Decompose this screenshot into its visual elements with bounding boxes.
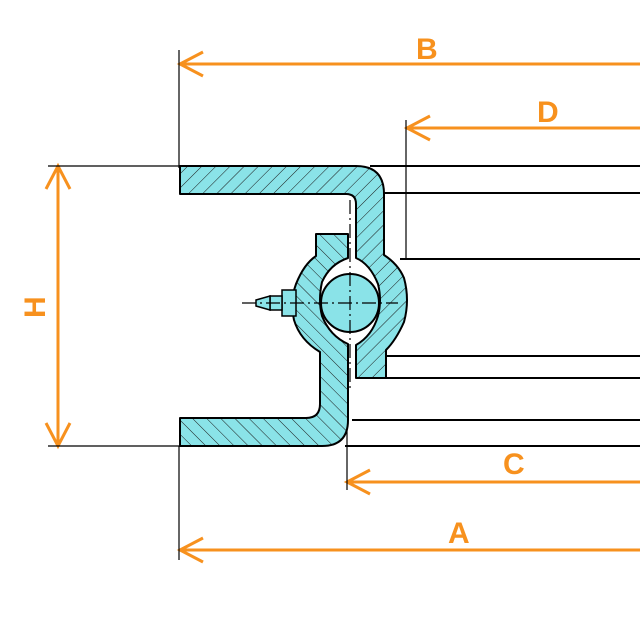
dimension-lines bbox=[44, 50, 640, 564]
arrowhead-a bbox=[176, 536, 204, 564]
dimension-label-h: H bbox=[19, 296, 52, 318]
dimension-label-d: D bbox=[537, 96, 559, 129]
inner-ring-section bbox=[179, 233, 349, 447]
arrowhead-b bbox=[176, 50, 204, 78]
centre-lines bbox=[242, 200, 398, 392]
dimension-label-a: A bbox=[448, 517, 470, 550]
extension-lines bbox=[48, 50, 407, 560]
grease-nipple bbox=[255, 289, 297, 317]
dimension-label-c: C bbox=[503, 448, 525, 481]
outer-ring-section bbox=[179, 165, 408, 379]
arrowhead-d bbox=[403, 114, 431, 142]
dimension-label-b: B bbox=[416, 33, 438, 66]
